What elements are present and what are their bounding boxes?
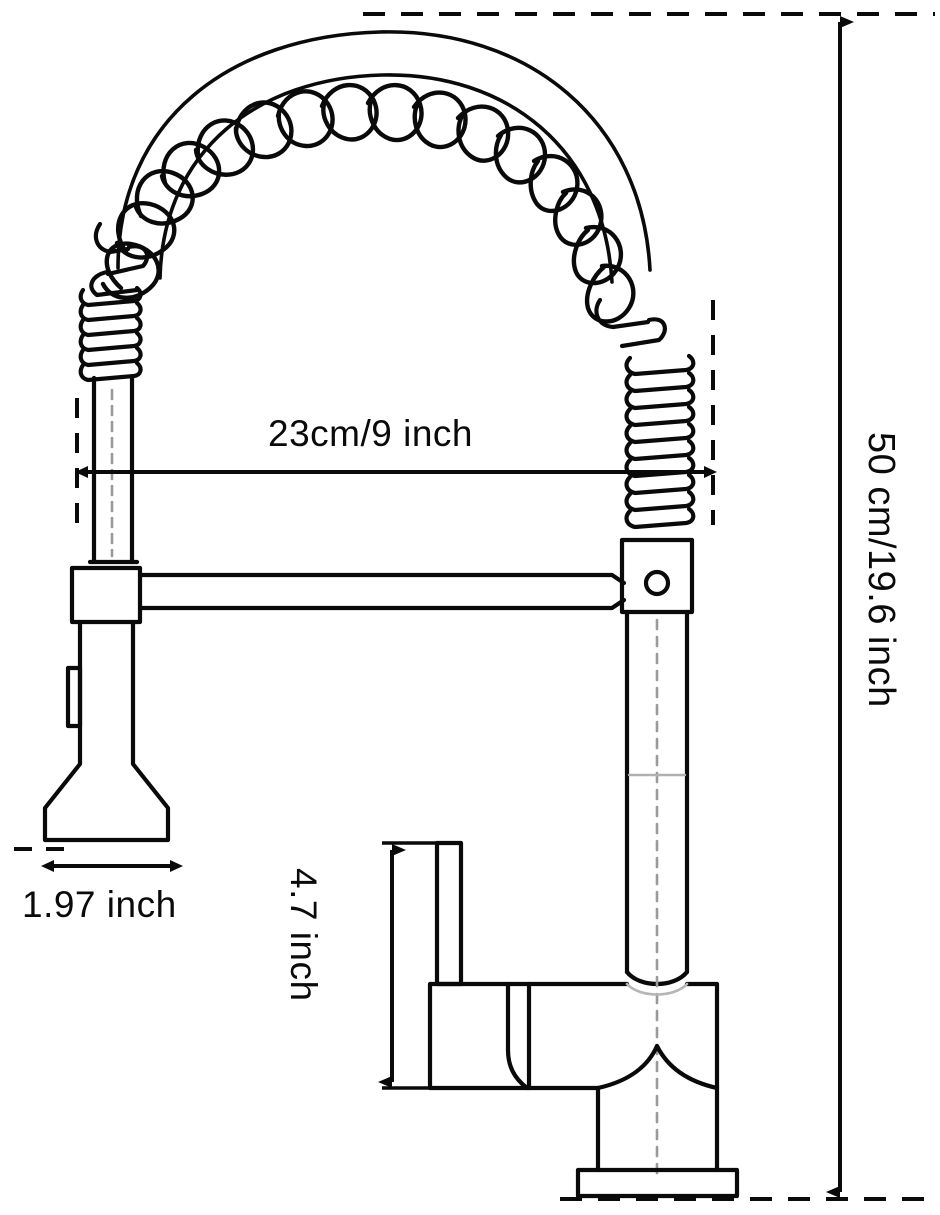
sprayer-side-button	[65, 665, 83, 729]
lever-handle	[434, 840, 464, 987]
valve-body	[427, 981, 720, 1091]
dimension-label-handle-height: 4.7 inch	[283, 868, 324, 1002]
spring-coil-arch	[100, 30, 652, 324]
dimension-label-spout-reach: 23cm/9 inch	[268, 413, 473, 454]
pedestal	[595, 1085, 720, 1173]
dimension-label-overall-height: 50 cm/19.6 inch	[860, 432, 902, 708]
joint-screw	[643, 569, 671, 597]
mounting-flange	[575, 1167, 740, 1199]
left-compressed-coil	[78, 221, 150, 383]
right-compressed-coil	[594, 297, 696, 530]
sprayer-head	[42, 565, 171, 843]
dimension-label-nozzle-width: 1.97 inch	[22, 884, 177, 925]
pivot-joint-block	[619, 537, 695, 615]
horizontal-arm	[137, 572, 627, 611]
